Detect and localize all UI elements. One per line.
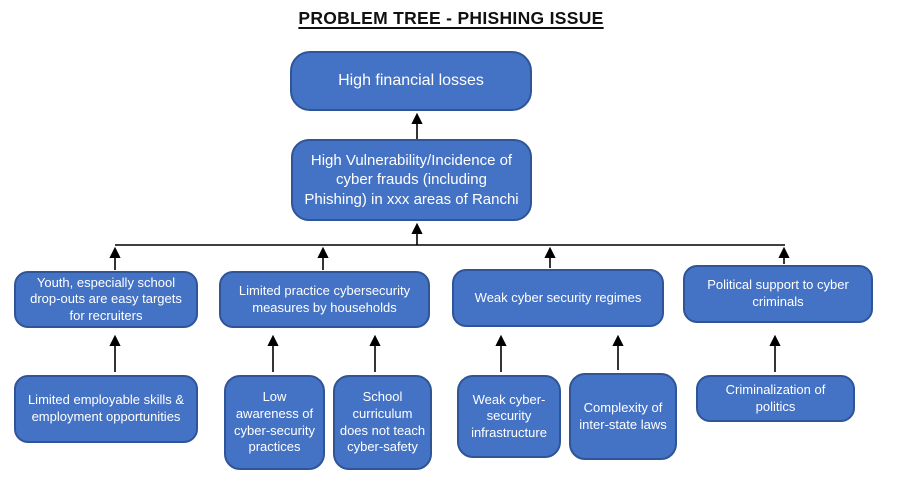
node-label: Limited practice cybersecurity measures … xyxy=(238,282,411,315)
node-cause-youth-easy-targets: Youth, especially school drop-outs are e… xyxy=(14,271,198,328)
node-label: Weak cyber-security infrastructure xyxy=(471,391,547,440)
node-cause-political-support: Political support to cyber criminals xyxy=(683,265,873,323)
node-root-school-curriculum: School curriculum does not teach cyber-s… xyxy=(333,375,432,470)
node-root-limited-skills: Limited employable skills & employment o… xyxy=(14,375,198,443)
node-root-interstate-laws: Complexity of inter-state laws xyxy=(569,373,677,460)
node-root-weak-infrastructure: Weak cyber-security infrastructure xyxy=(457,375,561,458)
node-label: Youth, especially school drop-outs are e… xyxy=(30,274,182,323)
node-label: Criminalization of politics xyxy=(725,381,826,414)
node-label: Complexity of inter-state laws xyxy=(579,399,667,432)
node-root-low-awareness: Low awareness of cyber-security practice… xyxy=(224,375,325,470)
diagram-title: PROBLEM TREE - PHISHING ISSUE xyxy=(298,8,604,28)
node-label: Low awareness of cyber-security practice… xyxy=(234,389,315,455)
node-root-criminalization: Criminalization of politics xyxy=(696,375,855,422)
node-core-problem: High Vulnerability/Incidence of cyber fr… xyxy=(291,139,532,221)
node-cause-limited-practice: Limited practice cybersecurity measures … xyxy=(219,271,430,328)
node-label: High Vulnerability/Incidence of cyber fr… xyxy=(304,152,519,208)
node-label: Weak cyber security regimes xyxy=(474,289,642,305)
node-cause-weak-regimes: Weak cyber security regimes xyxy=(452,269,664,327)
node-label: Limited employable skills & employment o… xyxy=(27,392,185,424)
node-label: School curriculum does not teach cyber-s… xyxy=(339,389,426,455)
node-label: Political support to cyber criminals xyxy=(707,277,849,309)
node-label: High financial losses xyxy=(338,71,484,89)
node-effect-high-financial-losses: High financial losses xyxy=(290,51,532,111)
